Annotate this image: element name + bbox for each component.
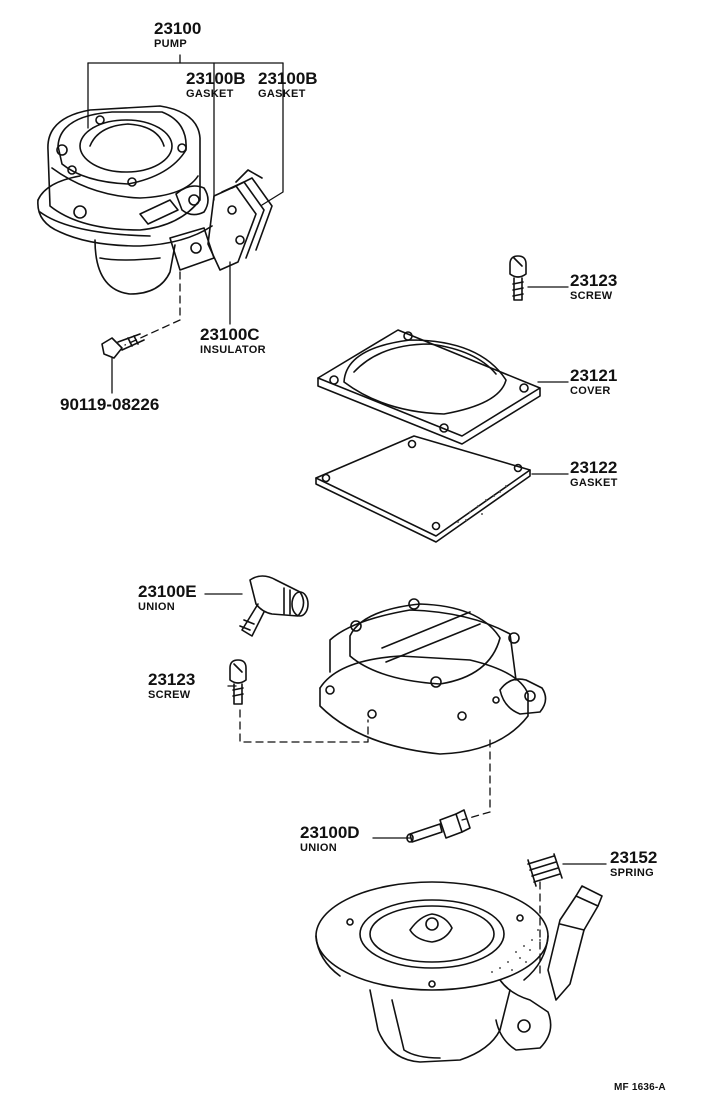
leader-lines [87,54,607,865]
part-number: 23152 [610,848,658,867]
callout-spring: 23152 SPRING [610,848,658,880]
part-number: 23123 [148,670,196,689]
pump-assembly-drawing [37,105,273,295]
part-name: UNION [138,601,175,613]
part-number: 23100B [258,69,318,88]
part-name: UNION [300,842,337,854]
part-number: 23121 [570,366,618,385]
callout-union-d: 23100D UNION [300,823,360,855]
union-e-drawing [239,575,309,637]
part-number: 23100B [186,69,246,88]
part-number: 23122 [570,458,618,477]
part-name: SCREW [148,689,191,701]
part-number: 23100 [154,19,202,38]
callout-union-e: 23100E UNION [138,582,197,614]
bolt-drawing [101,333,145,359]
union-d-drawing [406,809,471,843]
part-name: COVER [570,385,611,397]
part-number: 23100C [200,325,260,344]
part-number: 23100E [138,582,197,601]
spring-drawing [527,853,563,887]
part-name: GASKET [258,88,306,100]
part-name: GASKET [186,88,234,100]
part-number: 90119-08226 [60,395,160,414]
lower-body-drawing [315,881,603,1063]
part-number: 23123 [570,271,618,290]
callout-pump: 23100 PUMP [154,19,202,51]
part-name: GASKET [570,477,618,489]
cover-drawing [317,329,541,445]
part-name: INSULATOR [200,344,266,356]
callout-screw-top: 23123 SCREW [570,271,618,303]
middle-housing-drawing [319,598,547,755]
part-number: 23100D [300,823,360,842]
callout-gasket-b: 23100B GASKET [258,69,318,101]
callout-bolt: 90119-08226 [60,396,159,414]
callout-insulator: 23100C INSULATOR [200,325,266,357]
part-name: SCREW [570,290,613,302]
assembly-dashed-lines [124,271,541,976]
callout-cover: 23121 COVER [570,366,618,398]
part-name: SPRING [610,867,654,879]
callout-cover-gasket: 23122 GASKET [570,458,618,490]
figure-code: MF 1636-A [614,1082,666,1093]
screw-mid-drawing [229,659,247,705]
screw-top-drawing [509,255,527,301]
part-name: PUMP [154,38,187,50]
cover-gasket-drawing [315,435,531,543]
callout-gasket-a: 23100B GASKET [186,69,246,101]
callout-screw-mid: 23123 SCREW [148,670,196,702]
